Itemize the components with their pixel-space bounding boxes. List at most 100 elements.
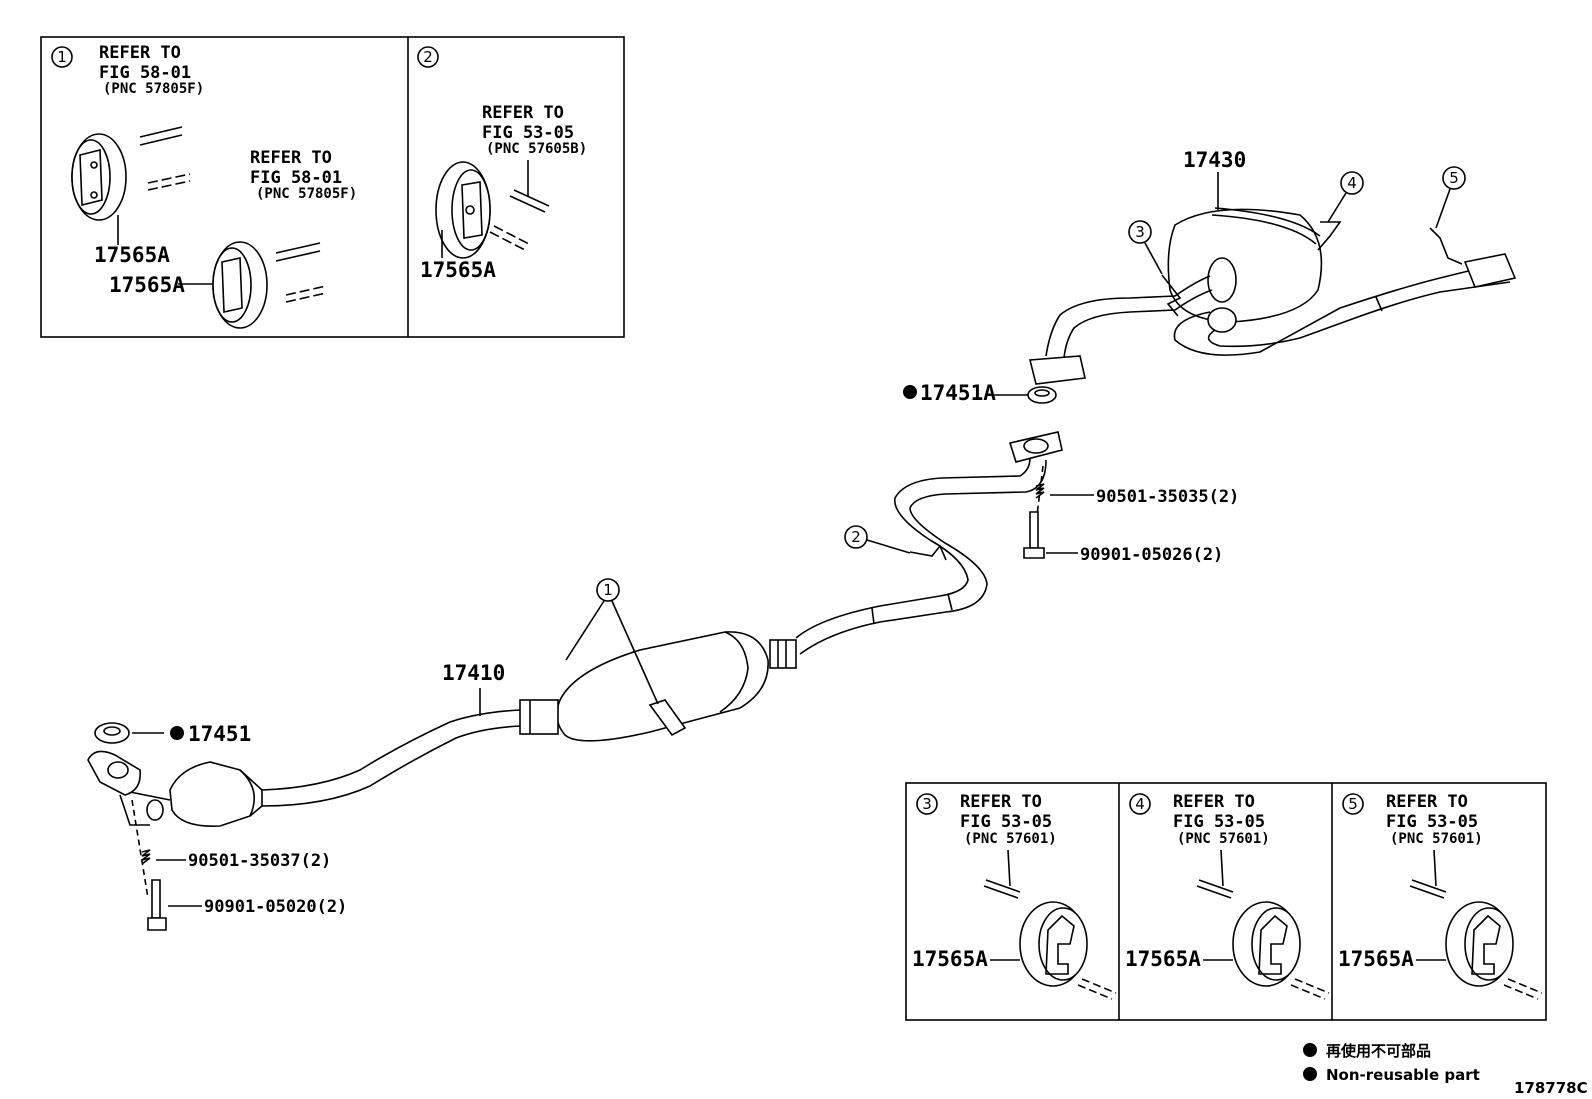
refer-line1: REFER TO bbox=[99, 43, 181, 63]
hanger-pin bbox=[1290, 978, 1330, 1000]
refer-line2: FIG 53-05 bbox=[482, 123, 574, 143]
hanger-bracket bbox=[1161, 274, 1182, 317]
hanger-bracket bbox=[648, 699, 687, 737]
non-reusable-dot bbox=[170, 726, 184, 740]
front-converter bbox=[169, 761, 256, 827]
hanger-bracket bbox=[1429, 227, 1463, 265]
part-label: 17565A bbox=[912, 947, 988, 971]
callout-number: 5 bbox=[1449, 169, 1459, 187]
refer-line1: REFER TO bbox=[1173, 792, 1255, 812]
part-label: 17565A bbox=[1125, 947, 1201, 971]
non-reusable-dot bbox=[1303, 1043, 1317, 1057]
rubber-hanger bbox=[435, 161, 491, 259]
rear-flange-bolts: 90501-35035(2) 90901-05026(2) bbox=[1008, 431, 1239, 565]
tail-tip bbox=[1463, 253, 1517, 288]
rubber-hanger bbox=[71, 133, 127, 221]
hanger-pin bbox=[1196, 879, 1234, 899]
refer-line3: (PNC 57805F) bbox=[103, 81, 204, 97]
hanger-pin bbox=[275, 242, 327, 303]
bolt-front-label: 90901-05020(2) bbox=[204, 897, 347, 917]
callout-circle-3 bbox=[916, 793, 938, 815]
hanger-pin bbox=[1077, 978, 1117, 1000]
figure-code: 178778C bbox=[1514, 1079, 1588, 1097]
callout-circle-1 bbox=[596, 578, 620, 602]
refer-line3: (PNC 57601) bbox=[1177, 831, 1270, 847]
refer-line3: (PNC 57601) bbox=[964, 831, 1057, 847]
muffler-assembly: 17430 3 4 5 bbox=[1028, 148, 1517, 385]
front-bolts: 90501-35037(2) 90901-05020(2) bbox=[131, 799, 347, 931]
callout-number: 1 bbox=[57, 48, 67, 66]
hanger-pin bbox=[1503, 978, 1543, 1000]
callout-circle-4 bbox=[1129, 793, 1151, 815]
refer-line2: FIG 58-01 bbox=[99, 63, 191, 83]
leader bbox=[1433, 849, 1437, 887]
hanger-bracket bbox=[909, 544, 947, 561]
refer-line1: REFER TO bbox=[1386, 792, 1468, 812]
front-flange bbox=[87, 750, 142, 796]
inset-bottom bbox=[905, 782, 1547, 1021]
bolt-icon bbox=[151, 879, 161, 919]
refer-line3: (PNC 57601) bbox=[1390, 831, 1483, 847]
refer-line2: FIG 58-01 bbox=[250, 168, 342, 188]
callout-circle-5 bbox=[1442, 166, 1466, 190]
legend-jp: 再使用不可部品 bbox=[1326, 1042, 1431, 1060]
rear-gasket: 17451A bbox=[903, 381, 1057, 405]
hanger-pin bbox=[139, 126, 191, 191]
part-label: 17565A bbox=[420, 258, 496, 282]
refer-line3: (PNC 57605B) bbox=[486, 141, 587, 157]
callout-number: 2 bbox=[423, 48, 433, 66]
callout-number: 5 bbox=[1348, 795, 1358, 813]
callout-number: 2 bbox=[851, 528, 861, 546]
refer-line2: FIG 53-05 bbox=[1386, 812, 1478, 832]
inset-top-left: 1 REFER TO FIG 58-01 (PNC 57805F) 17565A… bbox=[40, 36, 625, 338]
refer-line1: REFER TO bbox=[960, 792, 1042, 812]
callout-circle-1 bbox=[51, 46, 73, 68]
bolt-front-spring-label: 90501-35037(2) bbox=[188, 851, 331, 871]
callout-number: 4 bbox=[1347, 174, 1357, 192]
hanger-slot bbox=[1045, 914, 1075, 975]
refer-line2: FIG 53-05 bbox=[1173, 812, 1265, 832]
refer-line1: REFER TO bbox=[482, 103, 564, 123]
hanger-pin bbox=[1409, 879, 1447, 899]
part-label: 17565A bbox=[94, 243, 170, 267]
refer-line2: FIG 53-05 bbox=[960, 812, 1052, 832]
spring-icon bbox=[141, 849, 151, 865]
leader bbox=[1220, 849, 1224, 887]
bolt-icon bbox=[1029, 511, 1039, 549]
spring-icon bbox=[1035, 483, 1045, 499]
callout-number: 1 bbox=[603, 581, 613, 599]
bolt-rear-label: 90901-05026(2) bbox=[1080, 545, 1223, 565]
callout-number: 3 bbox=[1135, 223, 1145, 241]
legend: 再使用不可部品 Non-reusable part bbox=[1303, 1042, 1480, 1084]
gasket-rear-label: 17451A bbox=[920, 381, 996, 405]
legend-en: Non-reusable part bbox=[1326, 1066, 1480, 1084]
non-reusable-dot bbox=[1303, 1067, 1317, 1081]
callout-number: 4 bbox=[1135, 795, 1145, 813]
pipe-label: 17410 bbox=[442, 661, 505, 685]
gasket-front-label: 17451 bbox=[188, 722, 251, 746]
exhaust-pipe-17410: 2 1 17410 bbox=[87, 457, 1047, 827]
part-label: 17565A bbox=[1338, 947, 1414, 971]
callout-circle-2 bbox=[417, 46, 439, 68]
hanger-pin bbox=[983, 879, 1021, 899]
hanger-bracket bbox=[1317, 221, 1342, 251]
refer-line1: REFER TO bbox=[250, 148, 332, 168]
callout-circle-2 bbox=[844, 525, 868, 549]
rubber-hanger bbox=[212, 241, 268, 329]
hanger-slot bbox=[1258, 914, 1288, 975]
callout-circle-4 bbox=[1340, 171, 1364, 195]
bolt-rear-spring-label: 90501-35035(2) bbox=[1096, 487, 1239, 507]
muffler-label: 17430 bbox=[1183, 148, 1246, 172]
refer-line3: (PNC 57805F) bbox=[256, 186, 357, 202]
non-reusable-dot bbox=[903, 385, 917, 399]
callout-number: 3 bbox=[922, 795, 932, 813]
hanger-slot bbox=[1471, 914, 1501, 975]
part-label: 17565A bbox=[109, 273, 185, 297]
leader bbox=[1007, 849, 1011, 887]
hanger-pin bbox=[489, 160, 550, 251]
callout-circle-5 bbox=[1342, 793, 1364, 815]
